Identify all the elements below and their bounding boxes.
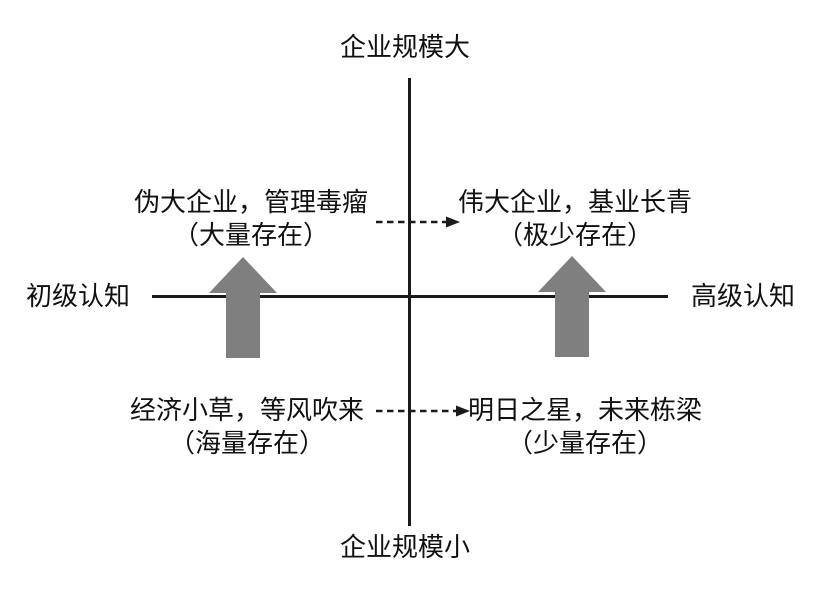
quadrant-bottom-left-subtitle: （海量存在） (168, 429, 325, 458)
up-block-arrow-left-shape (209, 257, 277, 358)
quadrant-top-left-title: 伪大企业，管理毒瘤 (133, 188, 368, 217)
quadrant-bottom-right: 明日之星，未来栋梁 （少量存在） (442, 394, 728, 460)
dashed-arrow-top-head (446, 216, 460, 228)
quadrant-top-right-title: 伟大企业，基业长青 (457, 188, 692, 217)
quadrant-top-right: 伟大企业，基业长青 （极少存在） (432, 186, 718, 252)
quadrant-top-left-subtitle: （大量存在） (172, 221, 329, 250)
quadrant-bottom-left-title: 经济小草，等风吹来 (129, 396, 364, 425)
horizontal-axis-line (152, 295, 668, 298)
vertical-axis-line (408, 78, 411, 526)
quadrant-bottom-right-title: 明日之星，未来栋梁 (467, 396, 702, 425)
axis-label-left: 初级认知 (26, 282, 131, 311)
axis-label-right: 高级认知 (691, 282, 796, 311)
up-block-arrow-left-icon (209, 257, 277, 358)
quadrant-top-right-subtitle: （极少存在） (496, 221, 653, 250)
up-block-arrow-right-shape (538, 256, 606, 357)
dashed-arrow-bottom-head (456, 405, 470, 417)
quadrant-bottom-right-subtitle: （少量存在） (506, 429, 663, 458)
quadrant-top-left: 伪大企业，管理毒瘤 （大量存在） (108, 186, 394, 252)
axis-label-top: 企业规模大 (339, 33, 470, 62)
dashed-arrow-top-icon (376, 216, 460, 228)
quadrant-bottom-left: 经济小草，等风吹来 （海量存在） (104, 394, 390, 460)
axis-label-bottom: 企业规模小 (339, 533, 470, 562)
dashed-arrow-bottom-icon (376, 405, 470, 417)
up-block-arrow-right-icon (538, 256, 606, 357)
